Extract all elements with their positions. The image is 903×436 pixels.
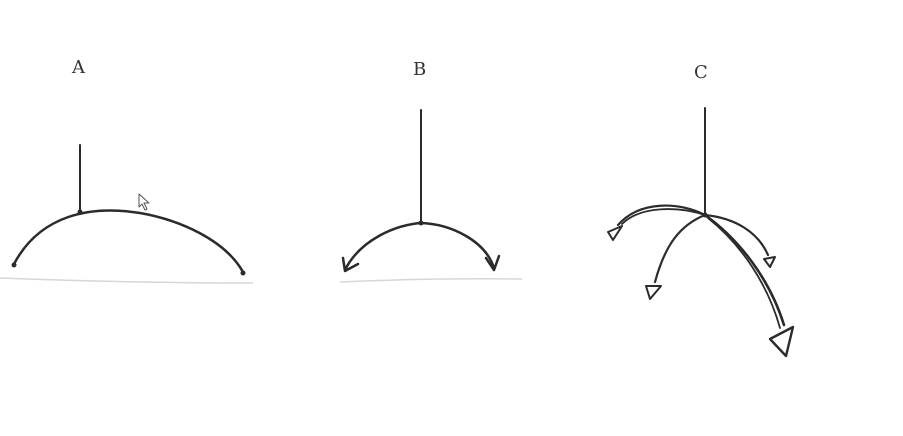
panel-c-label: C (694, 62, 708, 83)
panel-b-junction-dot (418, 220, 424, 226)
panel-c-long-right-arrowhead (768, 325, 795, 358)
panel-c-long-right-arc (703, 213, 786, 327)
panel-b-ground-line (339, 278, 523, 283)
mouse-pointer-icon (138, 193, 150, 211)
panel-c-short-right-arc (703, 213, 770, 257)
panel-c-short-right-arrowhead (763, 256, 776, 268)
panel-c: C (607, 62, 795, 358)
panel-a-junction-dot (77, 209, 83, 215)
panel-b-arc (343, 221, 496, 272)
panel-b: B (339, 59, 523, 283)
panel-b-left-arrowhead (341, 256, 360, 273)
panel-a-ground-line (0, 277, 254, 284)
panel-a-label: A (71, 57, 86, 78)
panel-a: A (0, 57, 254, 284)
panel-b-label: B (413, 59, 426, 80)
panel-c-short-left-arrowhead (607, 225, 623, 241)
panel-a-right-end-dot (240, 270, 246, 276)
panel-c-junction-dot (702, 212, 708, 218)
panel-c-medium-left-arrowhead (645, 285, 662, 300)
panel-c-medium-left-arc (653, 213, 707, 284)
panel-c-short-left-arc (616, 204, 707, 227)
panel-c-long-right-arc-echo (707, 217, 781, 329)
panel-b-right-arrowhead (484, 254, 501, 272)
panel-a-left-end-dot (11, 262, 17, 268)
panel-c-short-left-arc-echo (621, 208, 706, 225)
panel-a-arc (12, 209, 245, 274)
